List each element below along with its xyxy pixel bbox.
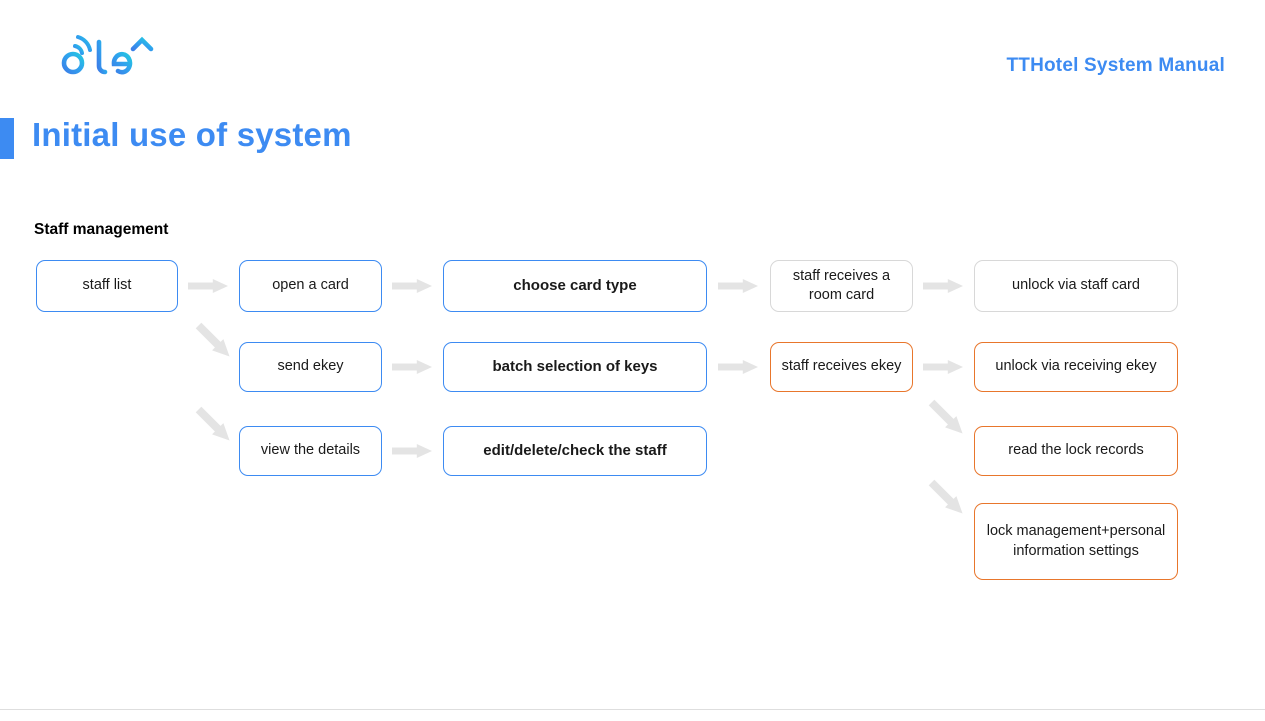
flow-node-staff-receives-a-room-card[interactable]: staff receives a room card <box>770 260 913 312</box>
flow-node-batch-selection-of-keys[interactable]: batch selection of keys <box>443 342 707 392</box>
flow-node-edit-delete-check-the-staff[interactable]: edit/delete/check the staff <box>443 426 707 476</box>
arrow-send-ekey-to-batch-selection-of-keys <box>392 360 432 374</box>
flow-node-read-the-lock-records[interactable]: read the lock records <box>974 426 1178 476</box>
arrow-open-a-card-to-choose-card-type <box>392 279 432 293</box>
flow-node-unlock-via-receiving-ekey[interactable]: unlock via receiving ekey <box>974 342 1178 392</box>
section-label: Staff management <box>34 221 169 238</box>
flow-node-staff-receives-ekey[interactable]: staff receives ekey <box>770 342 913 392</box>
flow-node-staff-list[interactable]: staff list <box>36 260 178 312</box>
page-title: Initial use of system <box>32 116 352 153</box>
flow-node-choose-card-type[interactable]: choose card type <box>443 260 707 312</box>
arrow-batch-selection-to-staff-receives-ekey <box>718 360 758 374</box>
flow-node-view-the-details[interactable]: view the details <box>239 426 382 476</box>
arrow-staff-receives-ekey-to-unlock-via-receiving-ekey <box>923 360 963 374</box>
arrow-branch-to-read-the-lock-records <box>926 397 968 439</box>
arrow-staff-list-to-open-a-card <box>188 279 228 293</box>
manual-title: TTHotel System Manual <box>1006 55 1225 76</box>
arrow-choose-card-type-to-staff-receives-room-card <box>718 279 758 293</box>
arrow-view-the-details-to-edit-delete-check-the-staff <box>392 444 432 458</box>
flow-node-unlock-via-staff-card[interactable]: unlock via staff card <box>974 260 1178 312</box>
hotel-logo <box>32 28 158 78</box>
flow-node-open-a-card[interactable]: open a card <box>239 260 382 312</box>
arrow-branch-to-view-the-details <box>193 404 235 446</box>
arrow-staff-receives-room-card-to-unlock-via-staff-card <box>923 279 963 293</box>
flow-node-send-ekey[interactable]: send ekey <box>239 342 382 392</box>
flow-node-lock-management-personal-information-settings[interactable]: lock management+personal information set… <box>974 503 1178 580</box>
arrow-branch-to-send-ekey <box>193 320 235 362</box>
footer-divider <box>0 709 1265 710</box>
arrow-branch-to-lock-management-settings <box>926 477 968 519</box>
title-accent-bar <box>0 118 14 159</box>
